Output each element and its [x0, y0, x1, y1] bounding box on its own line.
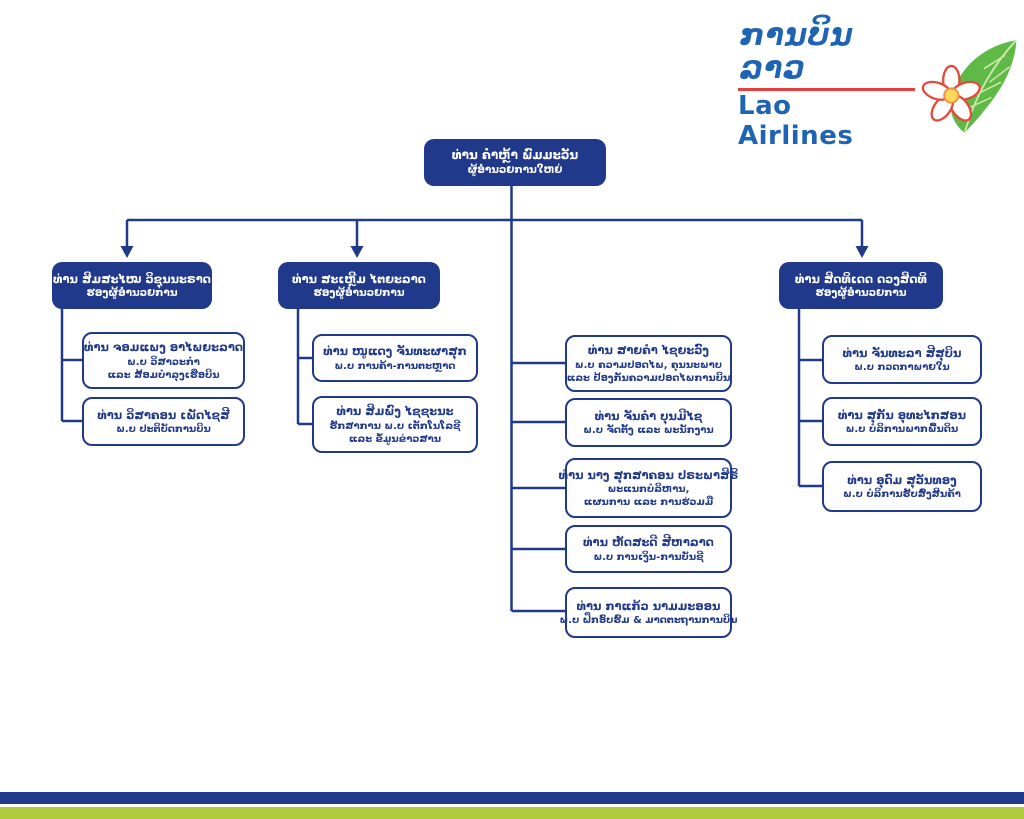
director-name: ທ່ານ ຄຳຫຼ້າ ພົມມະວັນ — [451, 148, 579, 163]
dept-head-name: ທ່ານ ສິມພົງ ໄຊຊະນະ — [336, 404, 454, 419]
dept-line: ພ.ບ ວິສາວະກຳ — [127, 356, 200, 368]
dept-head-name: ທ່ານ ຈັນຄຳ ບຸນມີໄຊ — [594, 408, 703, 423]
dept-head-name: ທ່ານ ອຸດົມ ສຸວັນທອງ — [847, 472, 957, 487]
node-dept-engineering-maintenance: ທ່ານ ຈອມແພງ ອາໄພຍະລາດ ພ.ບ ວິສາວະກຳ ແລະ ສ… — [82, 332, 245, 389]
deputy-title: ຮອງຜູ້ອຳນວຍການ — [815, 286, 907, 299]
node-dept-training-standards: ທ່ານ ກາແກ້ວ ນາມມະອອນ ພ.ບ ຝຶກອົບຮົມ & ມາດ… — [560, 587, 737, 638]
node-deputy-middle: ທ່ານ ສະເຫຼີມ ໄຕຍະລາດ ຮອງຜູ້ອຳນວຍການ — [278, 262, 440, 309]
dept-line: ພະແນກບໍລິຫານ, — [607, 484, 690, 496]
dept-line: ພ.ບ ການເງິນ-ການບັນຊີ — [593, 551, 704, 563]
dept-line: ພ.ບ ບໍລິການຮັບສົ່ງສິນຄ້າ — [843, 489, 961, 501]
dept-head-name: ທ່ານ ສຸກັນ ອຸທະໄກສອນ — [837, 407, 967, 422]
node-dept-administration-planning: ທ່ານ ນາງ ສຸກສາຄອນ ປຣະພາສິຣິ ພະແນກບໍລິຫານ… — [559, 458, 738, 518]
node-dept-finance-accounting: ທ່ານ ຫັດສະດີ ສີຫາລາດ ພ.ບ ການເງິນ-ການບັນຊ… — [565, 525, 732, 573]
dept-line: ແຜນການ ແລະ ການຮ່ວມມື — [583, 497, 714, 509]
node-dept-safety-quality-security: ທ່ານ ສາຍຄຳ ໄຊຍະວົງ ພ.ບ ຄວາມປອດໄພ, ຄຸນນະພ… — [565, 335, 732, 392]
deputy-name: ທ່ານ ສິດທິເດດ ດວງສິດທິ — [795, 271, 927, 286]
logo-text-block: ການບິນລາວ Lao Airlines — [738, 19, 915, 152]
node-deputy-left: ທ່ານ ສິມສະໄໝ ວິຊຸນນະຣາດ ຮອງຜູ້ອຳນວຍການ — [52, 262, 212, 309]
node-dept-internal-audit: ທ່ານ ຈັນທະລາ ສີສຸບິນ ພ.ບ ກວດກາພາຍໃນ — [822, 335, 982, 384]
dept-head-name: ທ່ານ ຈອມແພງ ອາໄພຍະລາດ — [84, 340, 243, 355]
dept-line: ແລະ ປ້ອງກັນຄວາມປອດໄພການບິນ — [566, 372, 731, 384]
node-dept-it-information: ທ່ານ ສິມພົງ ໄຊຊະນະ ຮັກສາການ ພ.ບ ເຕັກໂນໂລ… — [312, 396, 478, 453]
deputy-name: ທ່ານ ສິມສະໄໝ ວິຊຸນນະຣາດ — [53, 271, 211, 286]
footer-bar-navy — [0, 792, 1024, 804]
deputy-title: ຮອງຜູ້ອຳນວຍການ — [86, 286, 178, 299]
dept-line: ຮັກສາການ ພ.ບ ເຕັກໂນໂລຊີ — [329, 420, 461, 432]
footer-bar-green — [0, 807, 1024, 819]
dept-line: ພ.ບ ການຄ້າ-ການຕະຫຼາດ — [334, 360, 456, 372]
logo-lao-wordmark: ການບິນລາວ — [738, 19, 915, 92]
dept-line: ພ.ບ ຈັດຕັ້ງ ແລະ ພະນັກງານ — [583, 425, 714, 437]
director-title: ຜູ້ອຳນວຍການໃຫຍ່ — [467, 164, 563, 177]
frangipani-flower-leaf-icon — [921, 38, 1017, 133]
dept-head-name: ທ່ານ ໜູແດງ ຈັນທະຜາສຸກ — [323, 344, 467, 359]
dept-line: ພ.ບ ກວດກາພາຍໃນ — [854, 362, 950, 374]
lao-airlines-logo: ການບິນລາວ Lao Airlines — [738, 19, 1020, 151]
dept-line: ແລະ ຂໍ້ມູນຂ່າວສານ — [348, 433, 442, 445]
node-deputy-right: ທ່ານ ສິດທິເດດ ດວງສິດທິ ຮອງຜູ້ອຳນວຍການ — [779, 262, 943, 309]
deputy-title: ຮອງຜູ້ອຳນວຍການ — [313, 286, 405, 299]
node-dept-commerce-marketing: ທ່ານ ໜູແດງ ຈັນທະຜາສຸກ ພ.ບ ການຄ້າ-ການຕະຫຼ… — [312, 334, 478, 382]
dept-head-name: ທ່ານ ຈັນທະລາ ສີສຸບິນ — [842, 345, 962, 360]
dept-head-name: ທ່ານ ຫັດສະດີ ສີຫາລາດ — [583, 535, 714, 550]
node-dept-flight-operations: ທ່ານ ວິສາຄອນ ເພັດໄຊສີ ພ.ບ ປະຕິບັດການບິນ — [82, 397, 245, 446]
dept-head-name: ທ່ານ ນາງ ສຸກສາຄອນ ປຣະພາສິຣິ — [558, 467, 739, 482]
dept-line: ພ.ບ ບໍລິການພາກພື້ນດິນ — [845, 424, 959, 436]
dept-line: ພ.ບ ຝຶກອົບຮົມ & ມາດຕະຖານການບິນ — [559, 615, 738, 627]
dept-line: ພ.ບ ຄວາມປອດໄພ, ຄຸນນະພາບ — [574, 359, 723, 371]
node-dept-organization-personnel: ທ່ານ ຈັນຄຳ ບຸນມີໄຊ ພ.ບ ຈັດຕັ້ງ ແລະ ພະນັກ… — [565, 398, 732, 447]
node-dept-cargo-services: ທ່ານ ອຸດົມ ສຸວັນທອງ ພ.ບ ບໍລິການຮັບສົ່ງສິ… — [822, 461, 982, 512]
dept-head-name: ທ່ານ ກາແກ້ວ ນາມມະອອນ — [576, 598, 721, 613]
dept-line: ພ.ບ ປະຕິບັດການບິນ — [116, 424, 211, 436]
dept-line: ແລະ ສ້ອມບໍາລຸງເຮືອບິນ — [107, 369, 220, 381]
node-dept-ground-services: ທ່ານ ສຸກັນ ອຸທະໄກສອນ ພ.ບ ບໍລິການພາກພື້ນດ… — [822, 397, 982, 446]
deputy-name: ທ່ານ ສະເຫຼີມ ໄຕຍະລາດ — [292, 271, 426, 286]
dept-head-name: ທ່ານ ສາຍຄຳ ໄຊຍະວົງ — [588, 343, 709, 358]
logo-latin-wordmark: Lao Airlines — [738, 91, 854, 151]
dept-head-name: ທ່ານ ວິສາຄອນ ເພັດໄຊສີ — [97, 407, 230, 422]
node-director-general: ທ່ານ ຄຳຫຼ້າ ພົມມະວັນ ຜູ້ອຳນວຍການໃຫຍ່ — [424, 139, 606, 186]
